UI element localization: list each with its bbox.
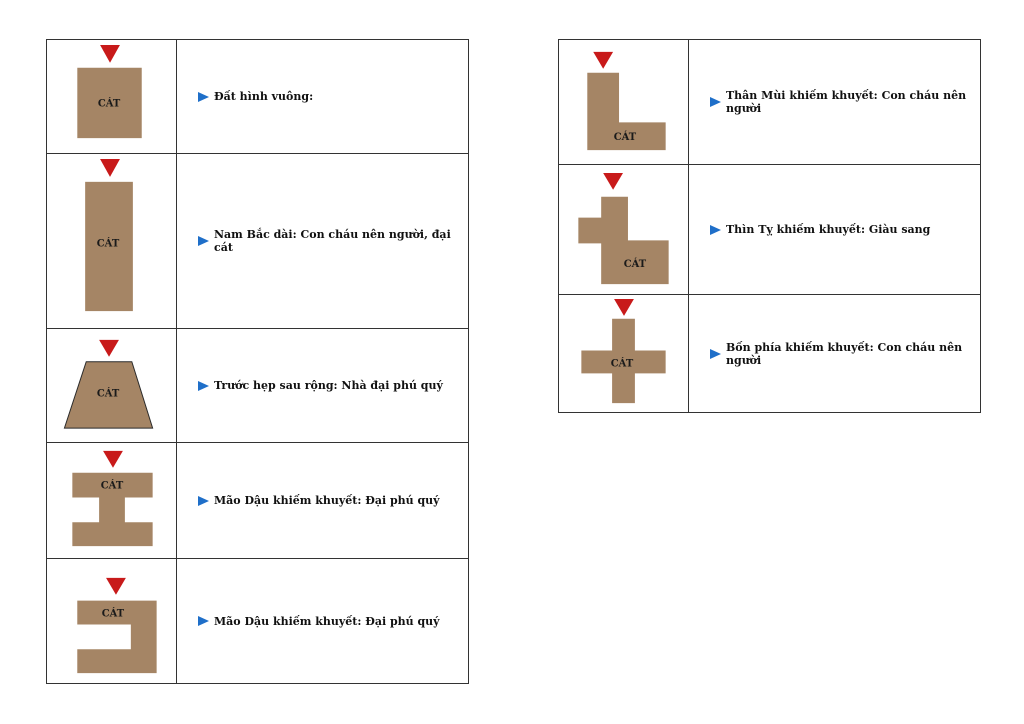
shape-label: CÁT bbox=[101, 480, 124, 492]
shape-label: CÁT bbox=[97, 387, 120, 399]
shape-label: CÁT bbox=[98, 97, 121, 109]
table-row: CÁT Bốn phía khiếm khuyết: Con cháu nên … bbox=[558, 294, 981, 413]
right-arrow-bullet-icon bbox=[198, 616, 209, 626]
right-arrow-bullet-icon bbox=[198, 495, 209, 506]
table-row: CÁT Mão Dậu khiếm khuyết: Đại phú quý bbox=[46, 442, 469, 559]
right-arrow-bullet-icon bbox=[198, 380, 209, 391]
table-row: CÁT Thân Mùi khiếm khuyết: Con cháu nên … bbox=[558, 39, 981, 165]
shape-label: CÁT bbox=[614, 131, 637, 143]
right-arrow-bullet-icon bbox=[198, 91, 209, 102]
down-arrow-icon bbox=[103, 450, 123, 468]
shape-description: Bốn phía khiếm khuyết: Con cháu nên ngườ… bbox=[726, 340, 963, 367]
description-cell: Thân Mùi khiếm khuyết: Con cháu nên ngườ… bbox=[688, 39, 981, 165]
table-row: CÁT Trước hẹp sau rộng: Nhà đại phú quý bbox=[46, 328, 469, 443]
shape-description: Mão Dậu khiếm khuyết: Đại phú quý bbox=[214, 614, 440, 628]
land-plot-shape bbox=[77, 600, 157, 674]
shape-cell: CÁT bbox=[558, 294, 689, 413]
land-plot-shape bbox=[85, 181, 133, 312]
description-cell: Mão Dậu khiếm khuyết: Đại phú quý bbox=[176, 442, 469, 559]
right-arrow-bullet-icon bbox=[198, 236, 209, 246]
tall-rectangle-land-diagram: CÁT bbox=[85, 158, 133, 312]
shape-description: Trước hẹp sau rộng: Nhà đại phú quý bbox=[214, 379, 443, 392]
description-cell: Đất hình vuông: bbox=[176, 39, 469, 154]
l-shape-land-diagram: CÁT bbox=[587, 51, 666, 151]
shape-description: Đất hình vuông: bbox=[214, 90, 314, 103]
down-arrow-icon bbox=[603, 172, 624, 190]
down-arrow-icon bbox=[100, 158, 120, 177]
description-cell: Trước hẹp sau rộng: Nhà đại phú quý bbox=[176, 328, 469, 443]
right-arrow-bullet-icon bbox=[710, 224, 721, 235]
down-arrow-icon bbox=[614, 298, 634, 316]
land-shape-table-right: CÁT Thân Mùi khiếm khuyết: Con cháu nên … bbox=[558, 39, 981, 413]
land-plot-shape bbox=[578, 196, 669, 285]
right-arrow-bullet-icon bbox=[710, 97, 721, 107]
shape-label: CÁT bbox=[102, 608, 125, 620]
table-row: CÁT Thìn Tỵ khiếm khuyết: Giàu sang bbox=[558, 164, 981, 295]
down-arrow-icon bbox=[593, 51, 614, 69]
shape-cell: CÁT bbox=[558, 39, 689, 165]
shape-description: Thìn Tỵ khiếm khuyết: Giàu sang bbox=[726, 223, 931, 236]
down-arrow-icon bbox=[106, 577, 126, 595]
description-cell: Thìn Tỵ khiếm khuyết: Giàu sang bbox=[688, 164, 981, 295]
description-cell: Bốn phía khiếm khuyết: Con cháu nên ngườ… bbox=[688, 294, 981, 413]
table-row: CÁT Nam Bắc dài: Con cháu nên người, đại… bbox=[46, 153, 469, 329]
shape-cell: CÁT bbox=[46, 328, 177, 443]
land-plot-shape bbox=[581, 318, 666, 404]
table-row: CÁT Đất hình vuông: bbox=[46, 39, 469, 154]
shape-cell: CÁT bbox=[558, 164, 689, 295]
i-beam-land-diagram: CÁT bbox=[72, 450, 153, 547]
land-plot-shape bbox=[72, 472, 153, 547]
land-plot-shape bbox=[63, 361, 154, 429]
land-shape-table-left: CÁT Đất hình vuông: CÁT Nam Bắc dài: Con… bbox=[46, 39, 469, 684]
cross-land-diagram: CÁT bbox=[581, 298, 666, 404]
shape-label: CÁT bbox=[611, 357, 634, 369]
shape-description: Nam Bắc dài: Con cháu nên người, đại cát bbox=[214, 228, 451, 254]
table-row: CÁT Mão Dậu khiếm khuyết: Đại phú quý bbox=[46, 558, 469, 684]
land-plot-shape bbox=[77, 67, 142, 139]
c-notch-land-diagram: CÁT bbox=[77, 577, 157, 674]
shape-label: CÁT bbox=[97, 237, 120, 249]
shape-description: Mão Dậu khiếm khuyết: Đại phú quý bbox=[214, 494, 440, 507]
land-plot-shape bbox=[587, 72, 666, 151]
right-arrow-bullet-icon bbox=[710, 348, 721, 359]
shape-cell: CÁT bbox=[46, 153, 177, 329]
shape-label: CÁT bbox=[624, 258, 647, 270]
shape-cell: CÁT bbox=[46, 558, 177, 684]
step-shape-land-diagram: CÁT bbox=[578, 172, 669, 285]
square-land-diagram: CÁT bbox=[77, 44, 142, 139]
shape-cell: CÁT bbox=[46, 442, 177, 559]
down-arrow-icon bbox=[99, 339, 119, 357]
description-cell: Nam Bắc dài: Con cháu nên người, đại cát bbox=[176, 153, 469, 329]
trapezoid-land-diagram: CÁT bbox=[63, 339, 154, 429]
down-arrow-icon bbox=[100, 44, 120, 63]
description-cell: Mão Dậu khiếm khuyết: Đại phú quý bbox=[176, 558, 469, 684]
shape-description: Thân Mùi khiếm khuyết: Con cháu nên ngườ… bbox=[726, 89, 967, 115]
shape-cell: CÁT bbox=[46, 39, 177, 154]
